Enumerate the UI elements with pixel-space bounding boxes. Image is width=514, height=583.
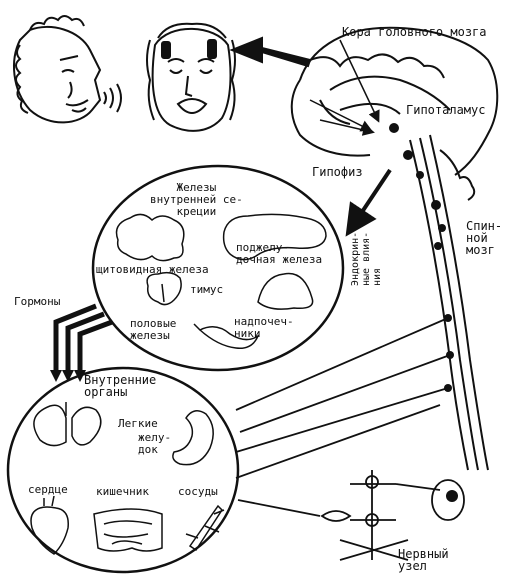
pancreas-label: поджелу- дочная железа <box>236 241 323 266</box>
stomach-label: желу- док <box>138 431 172 456</box>
glands-title: Железы внутренней се- креции <box>150 181 243 218</box>
endocrine-influences-label: Эндокрин- ные влия- ния <box>350 231 383 286</box>
spinal-nerve-lines <box>235 317 451 479</box>
vessels-icon <box>185 504 225 552</box>
intestine-label: кишечник <box>96 485 149 498</box>
spinal-cord <box>409 134 489 471</box>
intestine-icon <box>93 508 163 552</box>
gonads-label: половые железы <box>130 317 177 342</box>
pituitary-label: Гипофиз <box>312 165 363 179</box>
heart-label: сердце <box>28 483 68 496</box>
cortex-label: Кора головного мозга <box>342 25 487 39</box>
hormones-arrows <box>53 303 113 372</box>
hypothalamus-label: Гипоталамус <box>406 103 486 117</box>
nerve-ganglion-icon <box>237 470 465 561</box>
lungs-icon <box>33 402 102 447</box>
adrenals-label: надпочеч- ники <box>234 315 294 340</box>
organs-title: Внутренние органы <box>84 373 157 399</box>
adrenals-icon <box>257 272 314 310</box>
hormones-label: Гормоны <box>14 295 61 308</box>
stomach-icon <box>172 410 214 466</box>
ganglion-spinal-dot <box>446 490 458 502</box>
endocrine-glands-circle <box>91 164 345 372</box>
pancreas-icon <box>222 213 327 261</box>
cortex-to-face-arrow <box>229 36 312 68</box>
shouting-face-icon <box>13 15 122 124</box>
thymus-icon <box>146 271 182 306</box>
thymus-label: тимус <box>190 283 224 296</box>
nerve-ganglion-label: Нервный узел <box>398 547 449 573</box>
vessels-label: сосуды <box>178 485 218 498</box>
neuron-dots <box>389 123 454 392</box>
lungs-label: Легкие <box>118 417 158 430</box>
brain-sagittal-icon <box>290 26 499 201</box>
brain-internal-arrows <box>309 39 380 136</box>
pituitary-to-glands-arrow <box>345 168 392 237</box>
internal-organs-circle <box>6 366 240 574</box>
heart-icon <box>30 495 69 555</box>
spinal-cord-label: Спин- ной мозг <box>466 219 503 257</box>
thyroid-label: щитовидная железа <box>96 263 209 276</box>
frightened-face-icon <box>146 22 236 132</box>
gonads-icon <box>193 323 260 349</box>
thyroid-icon <box>115 213 185 262</box>
